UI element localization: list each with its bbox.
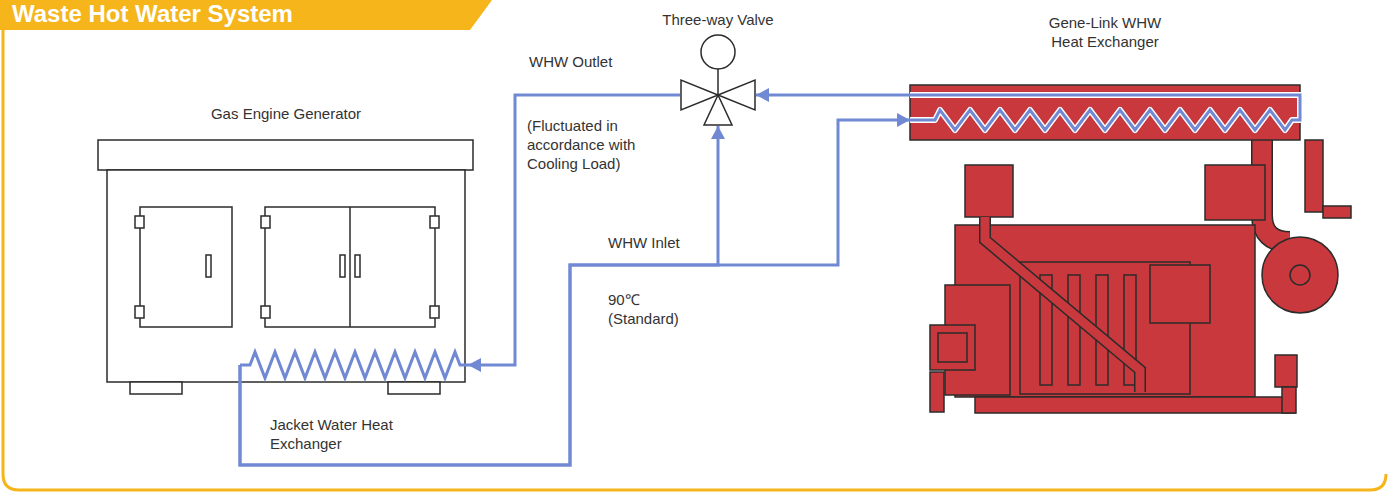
heat-exchanger-unit: Gene-Link WHW Heat Exchanger: [910, 85, 1300, 140]
door-hinge: [135, 306, 144, 318]
exhaust-pipe: [1262, 140, 1290, 242]
turbo-hub: [1290, 265, 1310, 285]
title-band: [0, 0, 492, 30]
generator-unit: Gas Engine GeneratorJacket Water Heat Ex…: [98, 100, 474, 390]
engine-rib: [1068, 275, 1080, 385]
engine-box: [1150, 265, 1210, 323]
jacket-coil: [240, 352, 468, 378]
engine-base: [975, 397, 1295, 413]
generator-lid: [98, 140, 473, 170]
exhaust-pipe-outline: [1262, 140, 1290, 242]
arrow-head: [897, 113, 910, 127]
pipe-connector: [240, 126, 725, 465]
door-seam: [349, 207, 351, 327]
pipe-connector: [756, 88, 910, 102]
door-handle: [355, 255, 360, 277]
arrow-head: [468, 358, 481, 372]
door-hinge: [261, 306, 270, 318]
door-handle: [340, 255, 345, 277]
engine-box-inner: [938, 333, 967, 362]
turbocharger: [1262, 237, 1338, 313]
three-way-valve: Three-way Valve: [680, 34, 756, 126]
engine-pipe: [985, 217, 1140, 392]
annotation-note: (Fluctuated in accordance with Cooling L…: [527, 116, 667, 173]
pipe-label: WHW Inlet: [606, 233, 682, 252]
door-hinge: [430, 306, 439, 318]
node-label: Gas Engine Generator: [98, 104, 474, 123]
generator-door: [265, 207, 435, 327]
engine-box: [965, 165, 1013, 217]
engine-box: [930, 325, 975, 370]
node-label: Jacket Water Heat Exchanger: [270, 415, 420, 453]
gene-link-coil: [910, 95, 1300, 130]
pipe-line: [240, 126, 718, 465]
coil-outline: [910, 95, 1300, 130]
door-handle: [206, 255, 211, 277]
exhaust-flange: [1323, 206, 1351, 218]
door-hinge: [430, 216, 439, 228]
generator-door: [140, 207, 232, 327]
engine-box: [1205, 165, 1265, 220]
generator-drawing: [98, 140, 473, 394]
generator-body: [107, 170, 465, 382]
exhaust-riser: [1305, 140, 1323, 212]
valve-symbol: [680, 34, 756, 126]
arrow-head: [711, 126, 725, 139]
valve-part: [717, 69, 719, 95]
valve-part: [704, 95, 732, 125]
valve-part: [701, 35, 735, 69]
door-hinge: [135, 216, 144, 228]
engine-box: [1275, 355, 1297, 387]
diagram-title: Waste Hot Water System: [12, 0, 293, 28]
jacket-heat-exchanger: Jacket Water Heat Exchanger: [240, 345, 468, 385]
arrow-head: [756, 88, 769, 102]
engine-pipe-outline: [985, 217, 1140, 392]
annotation-note: 90℃ (Standard): [608, 290, 698, 328]
node-label: Gene-Link WHW Heat Exchanger: [1040, 13, 1170, 51]
engine-foot: [930, 372, 944, 412]
pipe-line: [756, 94, 910, 97]
engine-foot: [1282, 387, 1296, 413]
pipe-label: WHW Outlet: [527, 52, 614, 71]
frame-line: [3, 20, 1386, 490]
generator-foot: [130, 382, 182, 394]
heat-exchanger-housing: [910, 85, 1300, 140]
generator-foot: [388, 382, 440, 394]
node-label: Three-way Valve: [638, 10, 798, 29]
door-hinge: [261, 216, 270, 228]
engine-drawing: [930, 140, 1351, 413]
pipe-connector: [240, 113, 910, 465]
